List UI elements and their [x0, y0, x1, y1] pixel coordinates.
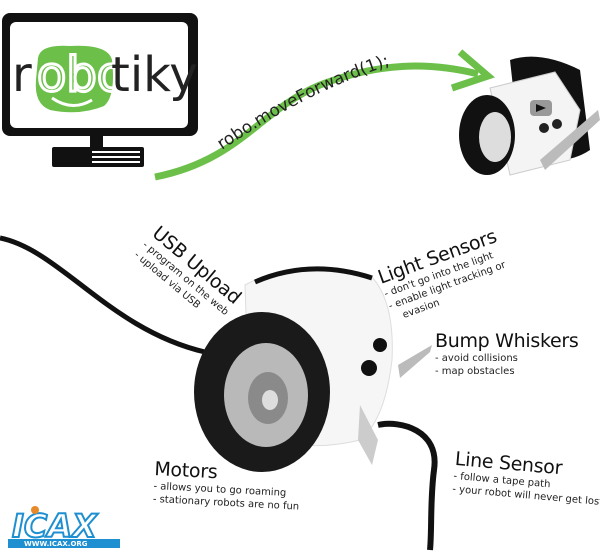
feature-bump-whiskers: Bump Whiskers - avoid collisions - map o…	[435, 330, 579, 377]
tape-line	[377, 420, 438, 551]
feature-motors: Motors - allows you to go roaming - stat…	[152, 458, 300, 513]
svg-text:robo.moveForward(1);: robo.moveForward(1);	[214, 51, 392, 154]
svg-text:tiky: tiky	[111, 47, 198, 103]
robotiky-logo: r obo tiky	[12, 46, 198, 113]
svg-text:obo: obo	[37, 47, 126, 103]
green-arrow: robo.moveForward(1);	[154, 49, 495, 181]
svg-text:r: r	[12, 47, 32, 103]
small-robot-image	[459, 56, 600, 176]
usb-cable	[0, 235, 206, 355]
big-robot-image	[194, 266, 432, 472]
icax-watermark-logo: ICAX WWW.ICAX.ORG	[8, 506, 120, 548]
svg-text:WWW.ICAX.ORG: WWW.ICAX.ORG	[24, 540, 88, 548]
code-text: robo.moveForward(1);	[214, 51, 392, 154]
